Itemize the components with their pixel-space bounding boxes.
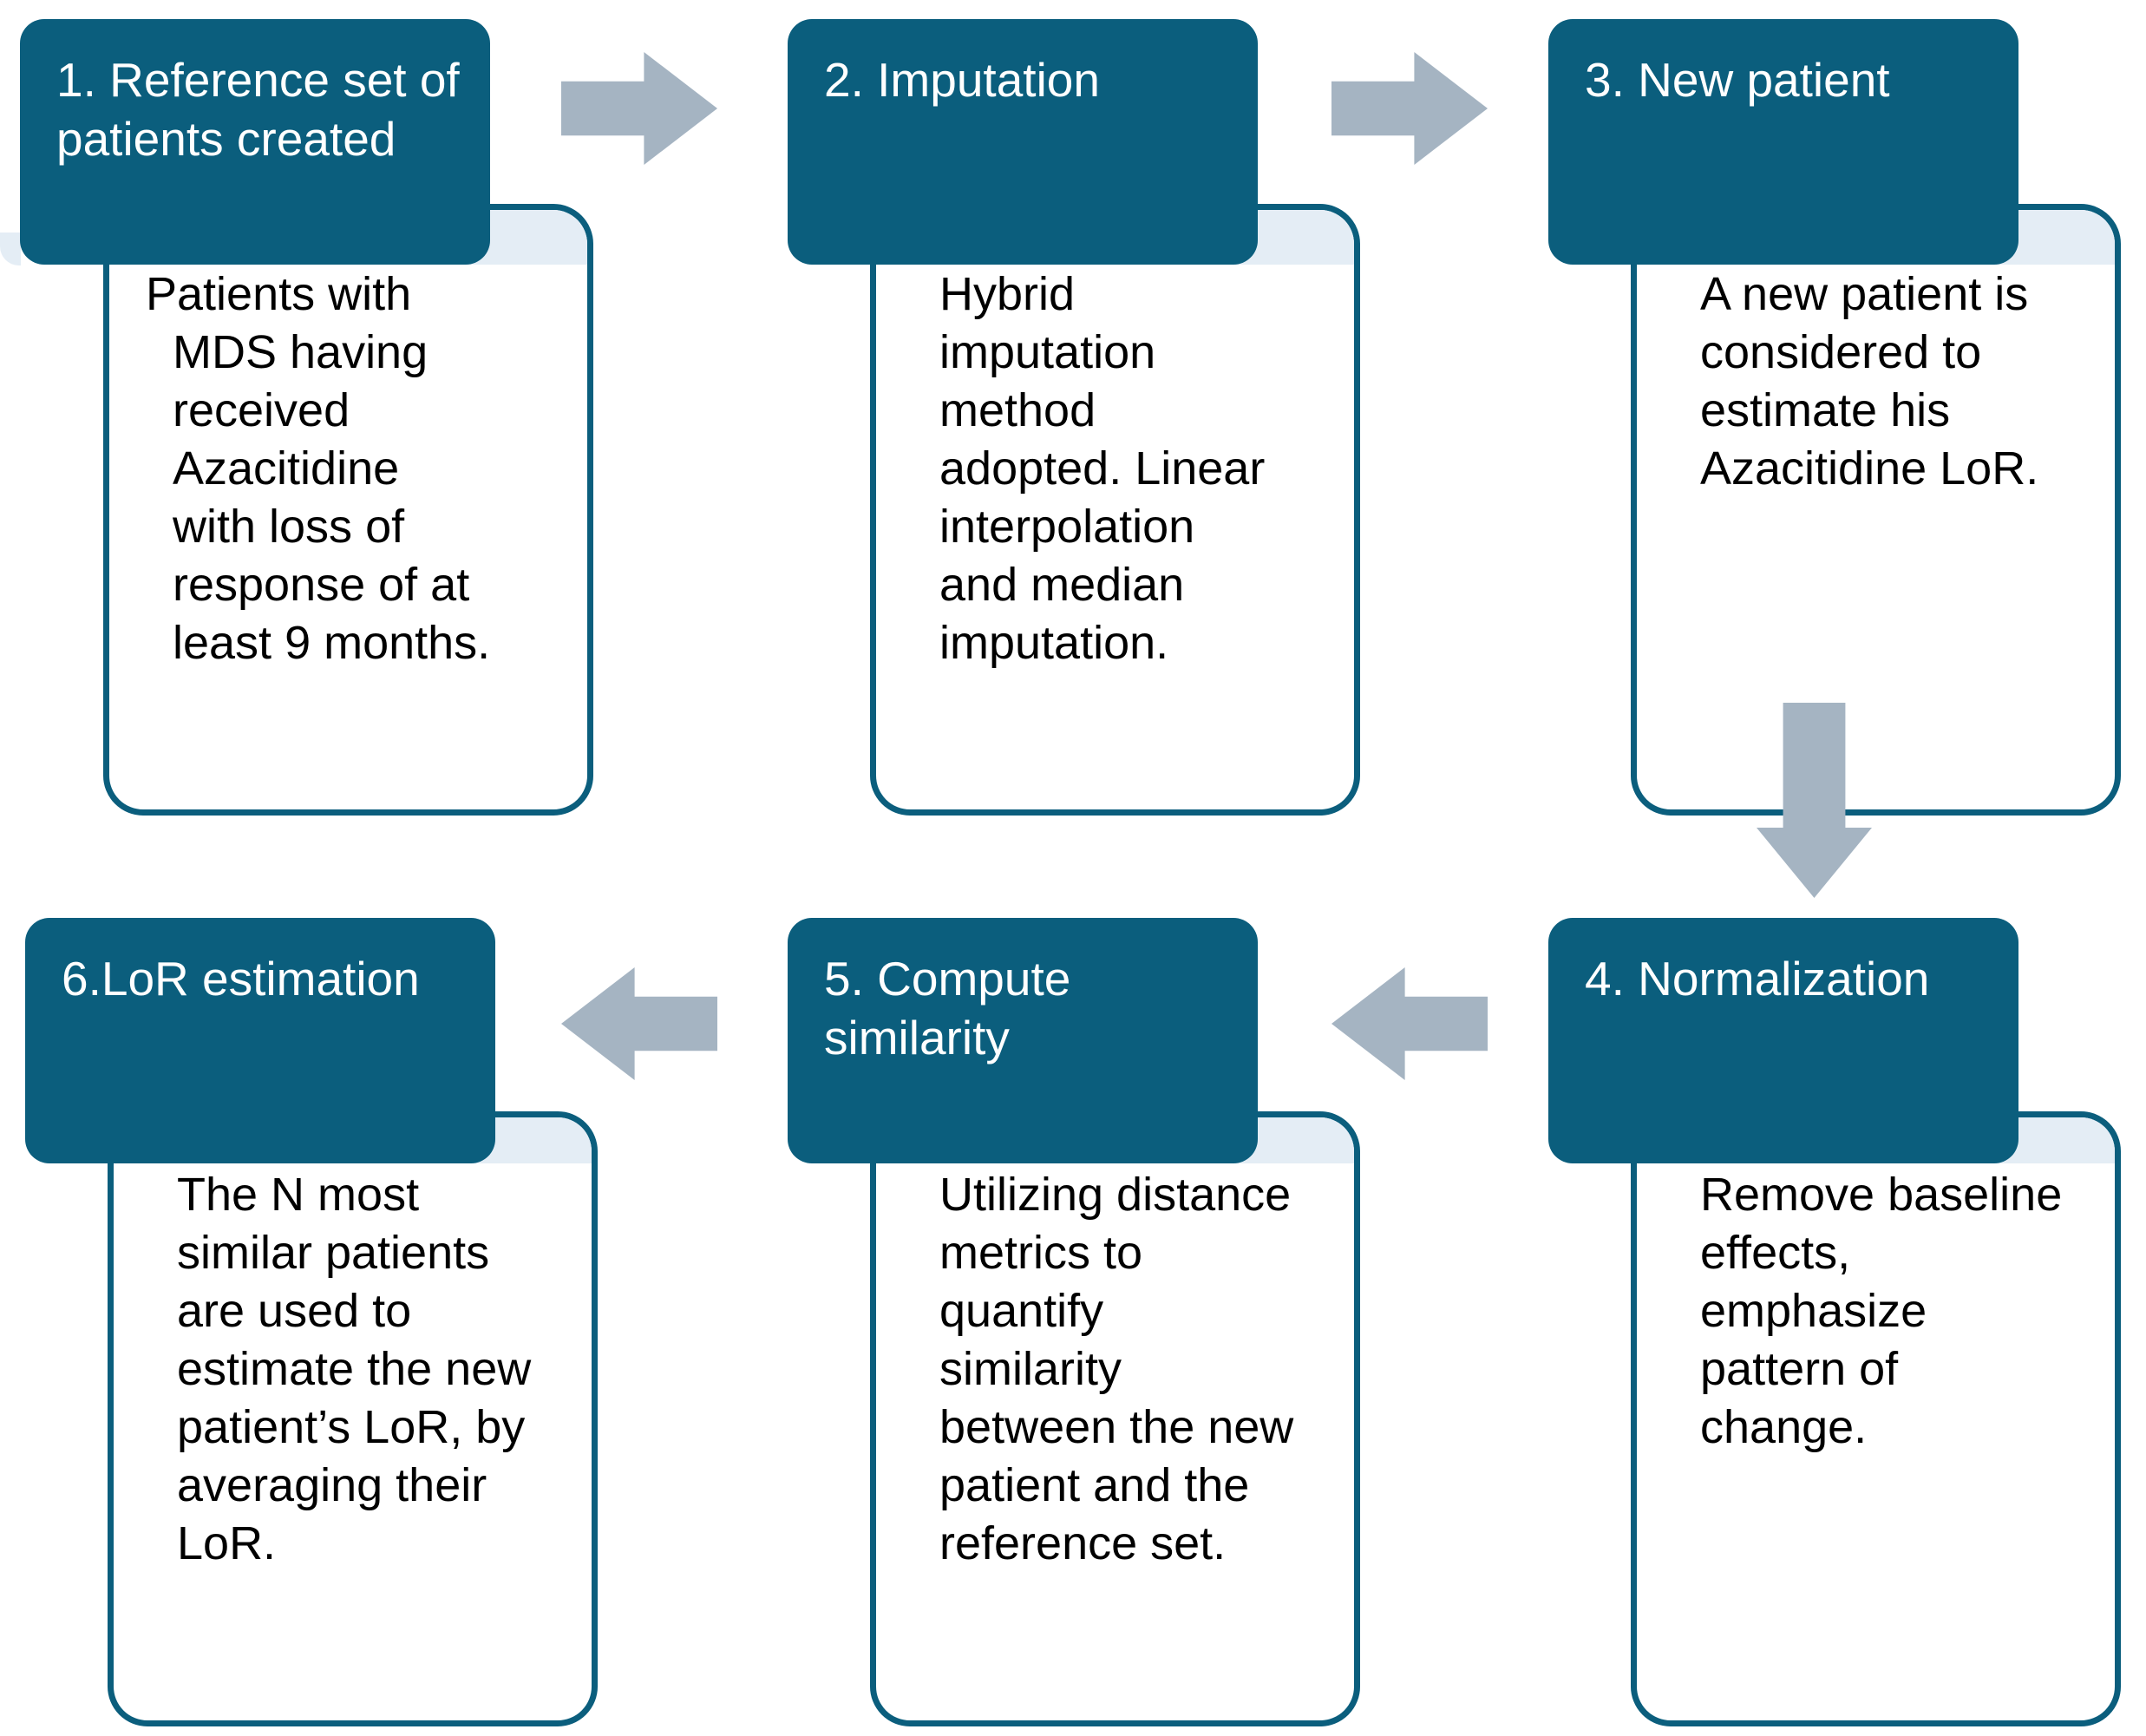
- step-5-title: 5. Compute similarity: [824, 952, 1071, 1065]
- step-1-title: 1. Reference set of patients created: [56, 53, 460, 167]
- step-3-title: 3. New patient: [1585, 53, 1890, 107]
- corner-accent: [0, 233, 21, 265]
- step-3-header: 3. New patient: [1548, 19, 2018, 265]
- arrow-left-step4-to-step5-icon: [1331, 967, 1488, 1080]
- step-5-description: Utilizing distance metrics to quantify s…: [939, 1169, 1294, 1569]
- step-3-body-box: A new patient is considered to estimate …: [1631, 204, 2121, 816]
- step-5-body-box: Utilizing distance metrics to quantify s…: [870, 1111, 1360, 1726]
- step-6-header: 6.LoR estimation: [25, 918, 495, 1163]
- step-5-header: 5. Compute similarity: [788, 918, 1258, 1163]
- step-4-title: 4. Normalization: [1585, 952, 1930, 1006]
- step-6-description: The N most similar patients are used to …: [177, 1169, 532, 1569]
- step-4-description: Remove baseline effects, emphasize patte…: [1700, 1169, 2063, 1453]
- step-2-body-box: Hybrid imputation method adopted. Linear…: [870, 204, 1360, 816]
- step-3-description: A new patient is considered to estimate …: [1700, 268, 2039, 495]
- step-1-description: Patients with MDS having received Azacit…: [146, 268, 491, 669]
- step-1-body-box: Patients with MDS having received Azacit…: [103, 204, 593, 816]
- step-2-header: 2. Imputation: [788, 19, 1258, 265]
- step-2-description: Hybrid imputation method adopted. Linear…: [939, 268, 1266, 669]
- step-4-body-box: Remove baseline effects, emphasize patte…: [1631, 1111, 2121, 1726]
- arrow-left-step5-to-step6-icon: [561, 967, 717, 1080]
- arrow-right-step1-to-step2-icon: [561, 52, 717, 165]
- step-1-header: 1. Reference set of patients created: [20, 19, 490, 265]
- step-4-header: 4. Normalization: [1548, 918, 2018, 1163]
- step-2-title: 2. Imputation: [824, 53, 1100, 107]
- step-6-body-box: The N most similar patients are used to …: [108, 1111, 598, 1726]
- arrow-right-step2-to-step3-icon: [1331, 52, 1488, 165]
- step-6-title: 6.LoR estimation: [62, 952, 420, 1006]
